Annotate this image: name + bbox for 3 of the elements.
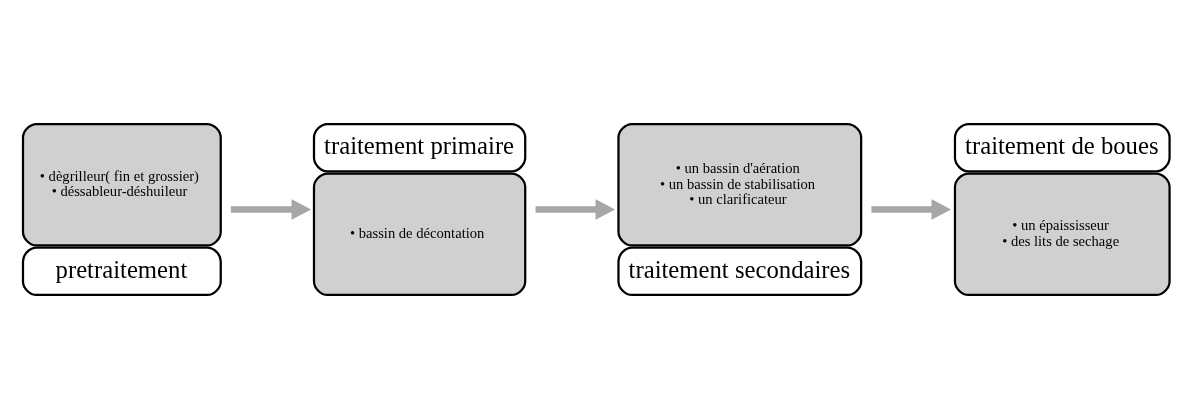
arrow <box>871 199 952 220</box>
arrow <box>230 199 312 220</box>
arrow <box>535 199 616 220</box>
